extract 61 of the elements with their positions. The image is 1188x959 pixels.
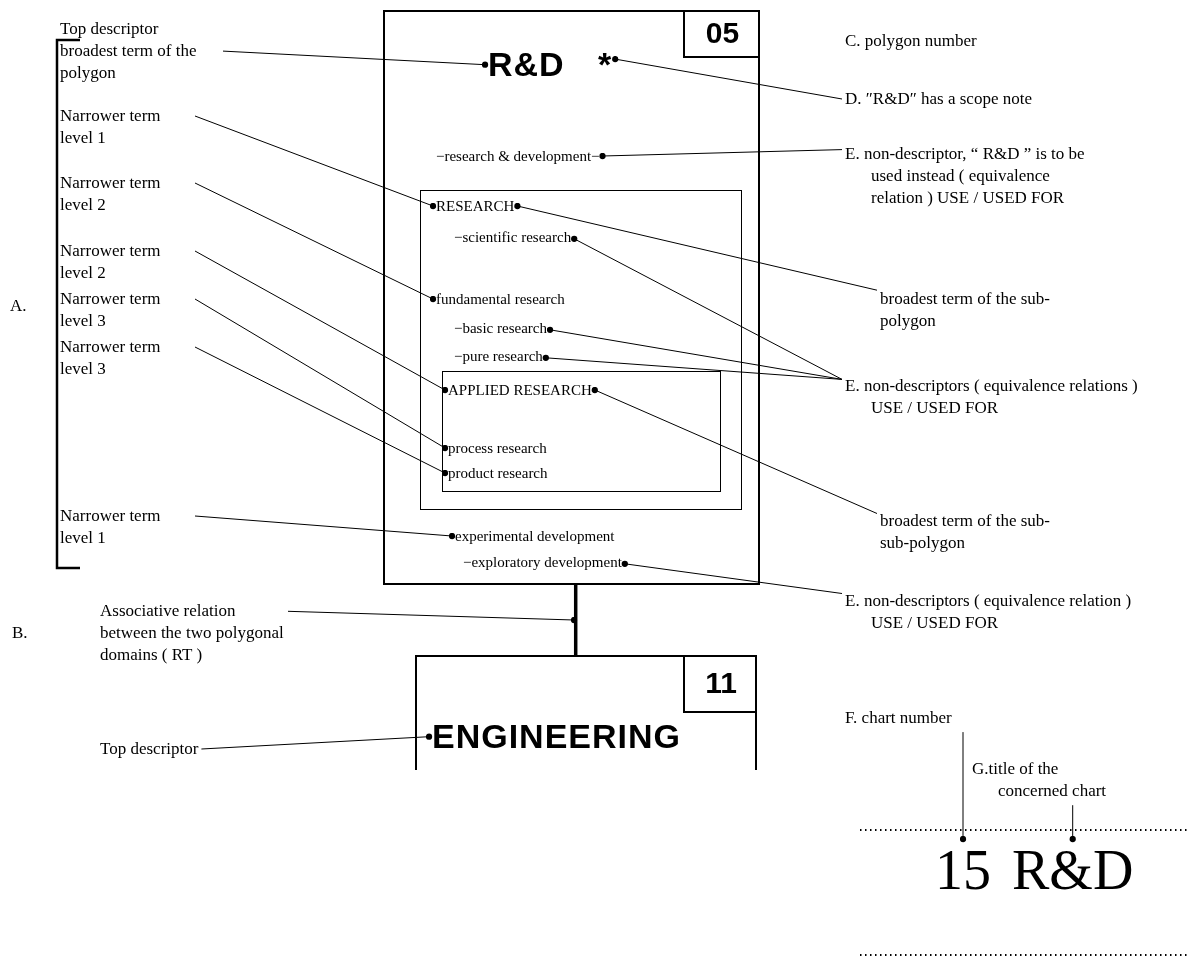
leader-line xyxy=(194,515,456,540)
leader-line xyxy=(591,386,878,514)
leader-line xyxy=(194,115,437,210)
sub-sub-polygon-box xyxy=(442,371,721,492)
leader-line xyxy=(959,731,967,843)
leader-line xyxy=(194,346,449,477)
leader-line xyxy=(514,202,878,291)
annotation-text: Narrower term level 1 xyxy=(60,505,192,550)
annotation-text: broadest term of the sub-polygon xyxy=(880,288,1060,333)
non-descriptor-term: −exploratory development xyxy=(463,553,622,571)
polygon-number: 11 xyxy=(683,655,757,713)
top-descriptor: R&D xyxy=(488,46,565,84)
annotation-text: Top descriptor xyxy=(100,738,199,761)
leader-line xyxy=(194,250,449,394)
annotation-letter: A. xyxy=(10,295,27,317)
annotation-text: broadest term of the sub-sub-polygon xyxy=(880,510,1060,555)
leader-line xyxy=(222,50,489,68)
leader-line xyxy=(200,733,433,750)
leader-line xyxy=(621,560,843,594)
annotation-text: Top descriptor broadest term of the polygon xyxy=(60,18,220,85)
descriptor-term: product research xyxy=(448,464,548,482)
annotation-letter: B. xyxy=(12,622,28,644)
top-descriptor: ENGINEERING xyxy=(432,718,682,756)
scope-note-mark: * xyxy=(598,46,613,84)
leader-line xyxy=(599,149,843,160)
polygon-number: 05 xyxy=(683,10,760,58)
leader-line xyxy=(1069,804,1076,843)
annotation-text: Narrower term level 3 xyxy=(60,288,192,333)
descriptor-term: experimental development xyxy=(455,527,615,545)
polygon-box xyxy=(415,655,757,770)
non-descriptor-term: −pure research xyxy=(454,347,543,365)
annotation-text: E. non-descriptors ( equivalence relations ) USE / USED FOR xyxy=(845,375,1145,420)
annotation-text: Narrower term level 3 xyxy=(60,336,192,381)
leader-line xyxy=(194,298,449,452)
leader-line xyxy=(542,354,843,380)
descriptor-term: process research xyxy=(448,439,547,457)
leader-line xyxy=(612,55,843,100)
descriptor-term: RESEARCH xyxy=(436,197,515,215)
polygon-box xyxy=(383,10,760,585)
annotation-text: F. chart number xyxy=(845,707,952,730)
annotation-text: Narrower term level 2 xyxy=(60,172,192,217)
annotation-text: G.title of the concerned chart xyxy=(972,758,1122,803)
descriptor-term: fundamental research xyxy=(436,290,565,308)
relation-line xyxy=(573,585,578,655)
annotation-text: Narrower term level 1 xyxy=(60,105,192,150)
annotation-text: Narrower term level 2 xyxy=(60,240,192,285)
annotation-text: D. ″R&D″ has a scope note xyxy=(845,88,1032,111)
non-descriptor-term: −basic research xyxy=(454,319,547,337)
annotation-text: Associative relation between the two polygonal domains ( RT ) xyxy=(100,600,285,667)
non-descriptor-term: −research & development− xyxy=(436,147,600,165)
leader-line xyxy=(194,182,437,303)
leader-line xyxy=(546,326,843,380)
descriptor-term: APPLIED RESEARCH xyxy=(448,381,592,399)
chart-title: R&D xyxy=(1012,842,1134,898)
leader-line xyxy=(571,235,843,380)
annotation-text: C. polygon number xyxy=(845,30,977,52)
non-descriptor-term: −scientific research xyxy=(454,228,572,246)
annotation-text: E. non-descriptors ( equivalence relation ) USE / USED FOR xyxy=(845,590,1145,635)
annotation-text: E. non-descriptor, “ R&D ” is to be used instead ( equivalence relation ) USE / USED FOR xyxy=(845,143,1095,210)
chart-number: 15 xyxy=(935,842,991,898)
sub-polygon-box xyxy=(420,190,742,510)
